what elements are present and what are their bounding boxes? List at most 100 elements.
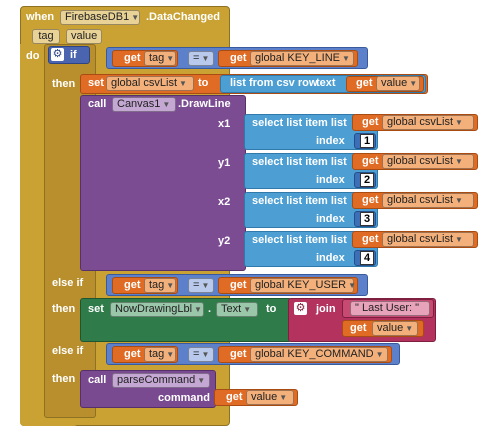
number-x1[interactable]: 1 [360, 134, 374, 148]
dropdown-text: Text [221, 303, 242, 315]
event-component-text: FirebaseDB1 [65, 11, 130, 23]
set-csvlist-dropdown[interactable]: global csvList▼ [106, 76, 194, 91]
get-label: get [124, 52, 141, 64]
index-label: index [316, 135, 345, 147]
chevron-down-icon: ▼ [131, 13, 140, 22]
get-tag-dropdown-3[interactable]: tag▼ [144, 347, 176, 362]
chevron-down-icon: ▼ [194, 305, 202, 314]
get-keyline-dropdown[interactable]: global KEY_LINE▼ [250, 51, 354, 66]
get-label: get [124, 279, 141, 291]
set-label-prop-dropdown[interactable]: Text▼ [216, 302, 258, 317]
csvlist-dropdown-y1[interactable]: global csvList▼ [382, 154, 474, 169]
then-label-2: then [52, 303, 76, 315]
arg-y1-label: y1 [218, 157, 231, 169]
get-keyuser-dropdown[interactable]: global KEY_USER▼ [250, 278, 356, 293]
get-label: get [230, 52, 247, 64]
get-keycommand-dropdown[interactable]: global KEY_COMMAND▼ [250, 347, 388, 362]
parsecommand-dropdown[interactable]: parseCommand▼ [112, 373, 210, 388]
select-label: select list item list [252, 195, 347, 207]
get-tag-dropdown-2[interactable]: tag▼ [144, 278, 176, 293]
call-label: call [88, 374, 107, 386]
dropdown-text: global csvList [387, 194, 454, 206]
number-x2[interactable]: 3 [360, 212, 374, 226]
chevron-down-icon: ▼ [455, 157, 463, 166]
event-component-dropdown[interactable]: FirebaseDB1▼ [60, 10, 140, 25]
event-when-label: when [26, 11, 55, 23]
event-param-value-text: value [71, 30, 98, 42]
number-y2[interactable]: 4 [360, 251, 374, 265]
chevron-down-icon: ▼ [409, 79, 418, 88]
to-label: to [198, 77, 209, 89]
dropdown-text: global csvList [387, 116, 454, 128]
get-label: get [230, 279, 247, 291]
select-label: select list item list [252, 156, 347, 168]
equals-dropdown-2[interactable]: =▼ [188, 278, 214, 293]
get-label: get [362, 233, 379, 245]
index-label: index [316, 213, 345, 225]
chevron-down-icon: ▼ [201, 350, 210, 359]
dropdown-text: global csvList [387, 155, 454, 167]
get-label: get [362, 116, 379, 128]
arg-x1-label: x1 [218, 118, 231, 130]
text-label: text [316, 77, 336, 89]
csvlist-dropdown-y2[interactable]: global csvList▼ [382, 232, 474, 247]
chevron-down-icon: ▼ [179, 79, 187, 88]
get-value-dropdown-3[interactable]: value▼ [246, 390, 294, 405]
get-label: get [230, 348, 247, 360]
index-label: index [316, 174, 345, 186]
chevron-down-icon: ▼ [166, 281, 175, 290]
get-value-dropdown-2[interactable]: value▼ [372, 321, 418, 336]
chevron-down-icon: ▼ [279, 393, 288, 402]
call-label: call [88, 98, 107, 110]
command-label: command [158, 392, 210, 404]
chevron-down-icon: ▼ [201, 54, 210, 63]
dropdown-text: tag [149, 348, 165, 360]
chevron-down-icon: ▼ [166, 54, 175, 63]
gear-icon[interactable]: ⚙ [51, 48, 64, 61]
set-label: set [88, 303, 104, 315]
dropdown-text: global KEY_COMMAND [255, 348, 374, 360]
set-label-component-dropdown[interactable]: NowDrawingLbl▼ [110, 302, 204, 317]
chevron-down-icon: ▼ [197, 376, 206, 385]
dropdown-text: global csvList [387, 233, 454, 245]
dropdown-text: NowDrawingLbl [115, 303, 193, 315]
number-y1[interactable]: 2 [360, 173, 374, 187]
chevron-down-icon: ▼ [201, 281, 210, 290]
dropdown-text: = [193, 52, 200, 64]
get-label: get [226, 391, 243, 403]
dot-label: . [208, 303, 212, 315]
csvlist-dropdown-x2[interactable]: global csvList▼ [382, 193, 474, 208]
chevron-down-icon: ▼ [455, 196, 463, 205]
dropdown-text: Canvas1 [117, 98, 161, 110]
get-tag-dropdown-1[interactable]: tag▼ [144, 51, 176, 66]
chevron-down-icon: ▼ [405, 324, 414, 333]
gear-icon[interactable]: ⚙ [294, 302, 307, 315]
index-label: index [316, 252, 345, 264]
dropdown-text: = [193, 279, 200, 291]
dropdown-text: global csvList [111, 77, 178, 89]
dropdown-text: tag [149, 279, 165, 291]
equals-dropdown-1[interactable]: =▼ [188, 51, 214, 66]
drawline-block[interactable] [80, 95, 246, 271]
dropdown-text: global KEY_USER [255, 279, 347, 291]
get-value-dropdown-1[interactable]: value▼ [376, 76, 420, 91]
chevron-down-icon: ▼ [342, 54, 350, 63]
get-label: get [362, 194, 379, 206]
text-literal-value[interactable]: " Last User: " [350, 301, 430, 316]
dropdown-text: value [377, 322, 404, 334]
event-param-value[interactable]: value [66, 29, 102, 44]
equals-dropdown-3[interactable]: =▼ [188, 347, 214, 362]
drawline-component-dropdown[interactable]: Canvas1▼ [112, 97, 176, 112]
then-label-1: then [52, 78, 76, 90]
elseif-label-1: else if [52, 277, 84, 289]
select-label: select list item list [252, 234, 347, 246]
to-label: to [266, 303, 277, 315]
event-param-tag[interactable]: tag [32, 29, 60, 44]
if-label: if [70, 49, 77, 61]
dropdown-text: value [251, 391, 278, 403]
dropdown-text: tag [149, 52, 165, 64]
get-label: get [124, 348, 141, 360]
dropdown-text: global KEY_LINE [255, 52, 340, 64]
drawline-method-label: .DrawLine [178, 98, 231, 110]
csvlist-dropdown-x1[interactable]: global csvList▼ [382, 115, 474, 130]
